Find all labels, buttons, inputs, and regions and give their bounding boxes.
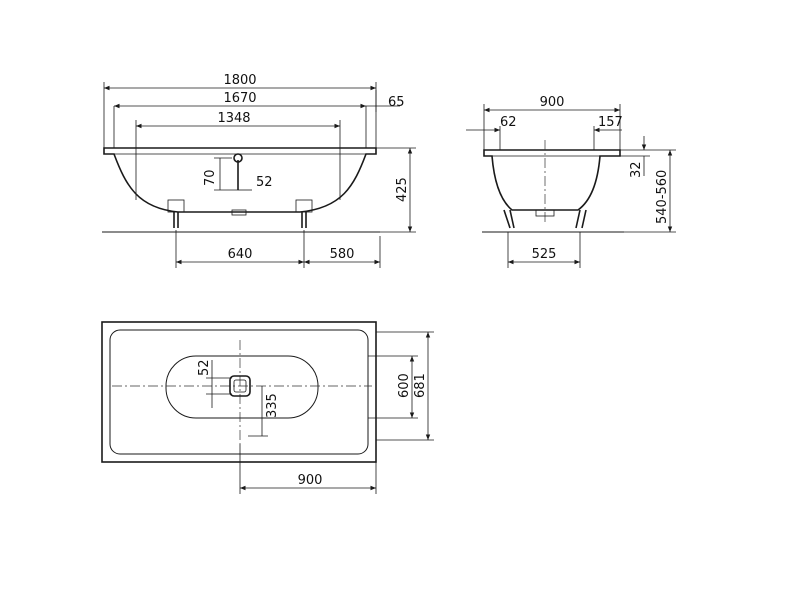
plan-view: 52 335 600 681 900	[101, 321, 434, 494]
dim-1670: 1670	[223, 91, 256, 106]
side-view-tub-body	[103, 147, 377, 213]
dim-540-560: 540-560	[655, 170, 670, 224]
side-view-left-foot	[167, 199, 185, 228]
plan-view-basin-bottom	[165, 355, 319, 419]
side-view: 1800 1670 65 1348 70 52 425 640 580	[102, 73, 416, 268]
plan-view-drain	[229, 375, 251, 397]
dim-70: 70	[203, 169, 218, 186]
end-view-tub-body	[483, 149, 621, 211]
dim-681: 681	[413, 373, 428, 398]
plan-view-outer-rim	[101, 321, 377, 463]
end-view: 900 62 157 32 540-560 525	[466, 95, 676, 268]
dim-580: 580	[330, 247, 355, 262]
dim-525: 525	[532, 247, 557, 262]
end-view-feet	[503, 209, 587, 229]
dim-425: 425	[395, 177, 410, 202]
dim-52-side: 52	[256, 175, 273, 190]
dim-32: 32	[629, 161, 644, 178]
side-view-drain-fitting	[233, 153, 243, 163]
dim-52-plan: 52	[197, 359, 212, 376]
dim-900-end: 900	[540, 95, 565, 110]
dim-600: 600	[397, 373, 412, 398]
dim-335: 335	[265, 393, 280, 418]
dim-1348: 1348	[217, 111, 250, 126]
dim-640: 640	[228, 247, 253, 262]
dim-157: 157	[598, 115, 623, 130]
dim-900-plan: 900	[298, 473, 323, 488]
plan-view-inner-rim	[109, 329, 369, 455]
side-view-right-foot	[295, 199, 313, 228]
dim-65: 65	[388, 95, 405, 110]
dim-1800: 1800	[223, 73, 256, 88]
dim-62: 62	[500, 115, 517, 130]
